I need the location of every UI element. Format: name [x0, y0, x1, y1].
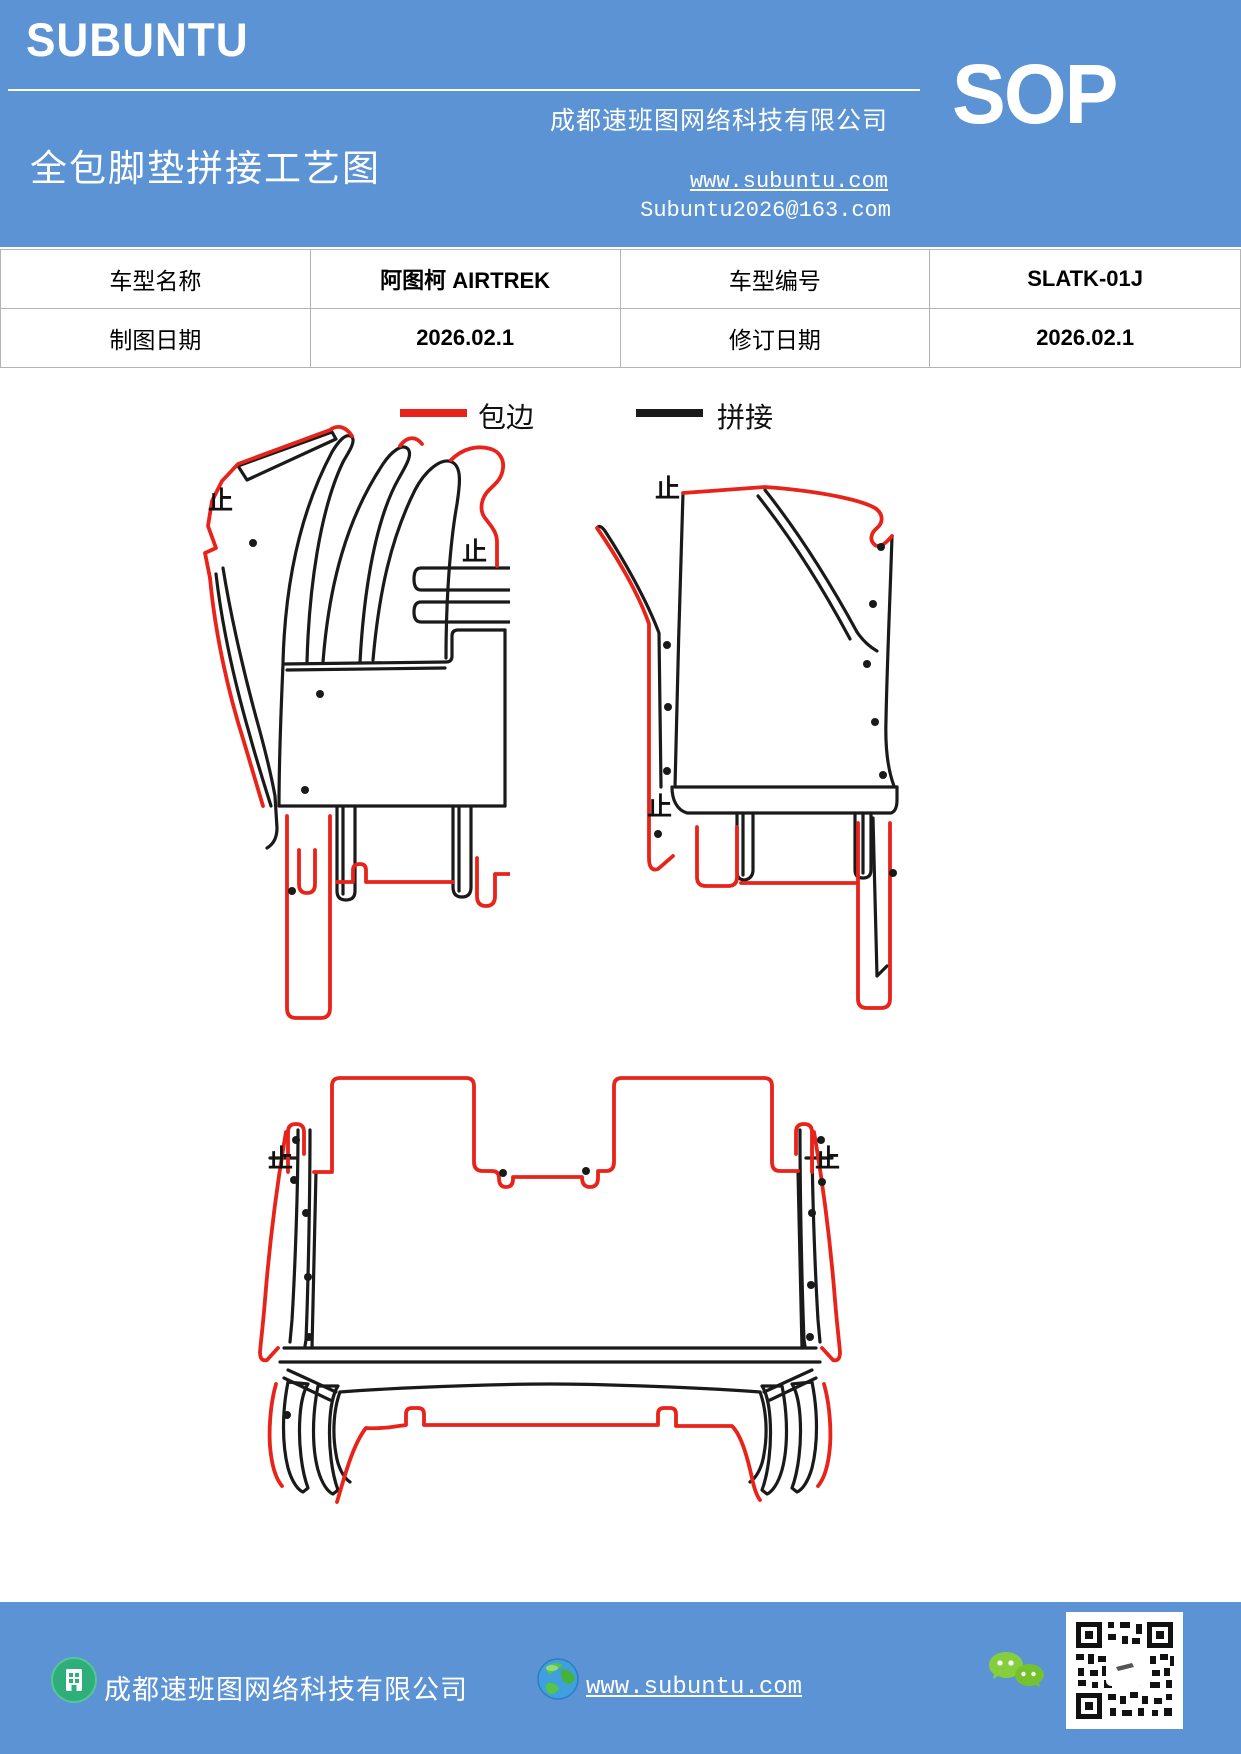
model-name-label: 车型名称: [1, 250, 311, 309]
binding-legend-label: 包边: [478, 403, 535, 434]
revise-date-label: 修订日期: [620, 308, 931, 367]
front-left-mat-drawing: [203, 424, 510, 1020]
globe-icon: [537, 1658, 579, 1700]
footer-website-link[interactable]: www.subuntu.com: [586, 1674, 803, 1701]
stop-mark-rear-1: 止: [268, 1146, 294, 1173]
header-website-link[interactable]: www.subuntu.com: [689, 169, 888, 194]
front-right-mat-stitch-dots: [654, 543, 897, 877]
header-banner: SUBUNTU 全包脚垫拼接工艺图 成都速班图网络科技有限公司 SOP www.…: [0, 0, 1241, 247]
binding-legend-swatch: [400, 409, 467, 417]
rear-mat-splice-lines: [268, 1128, 834, 1496]
sop-label: SOP: [952, 47, 1118, 141]
front-left-mat-binding-lines: [203, 424, 510, 1020]
header-email: Subuntu2026@163.com: [640, 198, 891, 223]
revise-date-value: 2026.02.1: [930, 308, 1240, 367]
model-code-label: 车型编号: [620, 250, 931, 309]
wechat-icon: [989, 1652, 1044, 1687]
brand-logo: SUBUNTU: [26, 13, 249, 66]
front-left-mat-splice-lines: [214, 430, 510, 902]
model-code-value: SLATK-01J: [930, 250, 1240, 309]
header-company-name: 成都速班图网络科技有限公司: [549, 108, 888, 135]
rear-mat-stitch-dots: [283, 1136, 826, 1419]
vehicle-info-table: 车型名称 阿图柯 AIRTREK 车型编号 SLATK-01J 制图日期 202…: [0, 249, 1241, 368]
header-divider: [8, 89, 920, 91]
footer-company-name: 成都速班图网络科技有限公司: [104, 1675, 468, 1705]
page-title: 全包脚垫拼接工艺图: [30, 149, 381, 190]
front-left-mat-stitch-dots: [249, 539, 324, 895]
rear-mat-binding-lines: [258, 1076, 842, 1504]
draw-date-value: 2026.02.1: [310, 308, 621, 367]
stop-mark-front-left-2: 止: [462, 539, 488, 566]
qr-code: [1066, 1612, 1183, 1729]
stop-mark-front-left-1: 止: [208, 488, 234, 515]
front-right-mat-drawing: [595, 485, 899, 1010]
stop-mark-front-right-2: 止: [647, 794, 673, 821]
stop-mark-rear-2: 止: [815, 1146, 841, 1173]
draw-date-label: 制图日期: [1, 308, 311, 367]
splice-legend-swatch: [636, 409, 703, 417]
stop-mark-front-right-1: 止: [655, 476, 681, 503]
model-name-value: 阿图柯 AIRTREK: [310, 250, 621, 309]
rear-mat-drawing: [258, 1076, 842, 1504]
building-icon: [51, 1657, 97, 1703]
front-right-mat-splice-lines: [595, 488, 899, 978]
front-right-mat-binding-lines: [595, 485, 894, 1010]
splice-legend-label: 拼接: [717, 403, 774, 434]
